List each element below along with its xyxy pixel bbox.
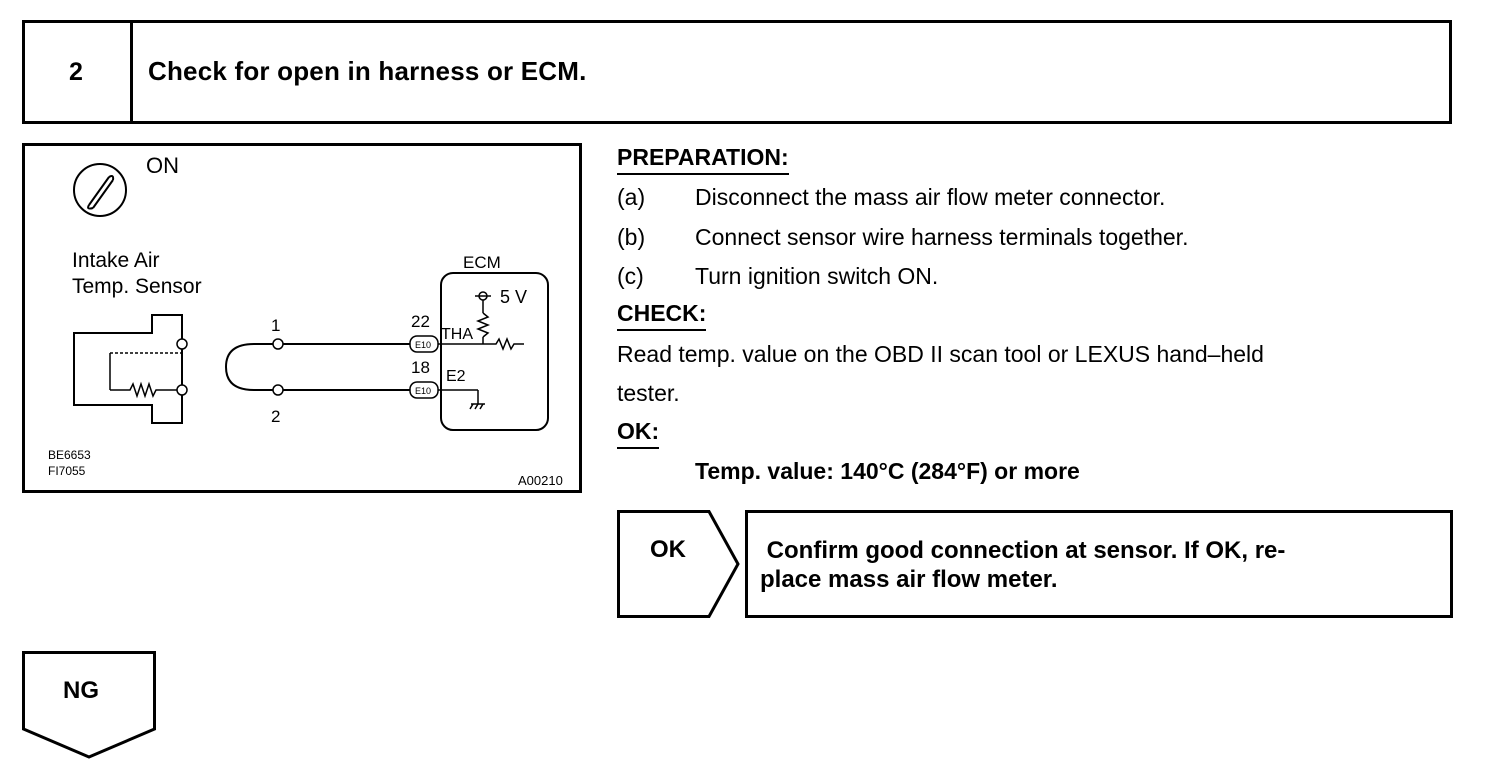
intake-air-temp-sensor-symbol: [73, 314, 188, 424]
ok-spec-value: Temp. value: 140°C (284°F) or more: [695, 458, 1080, 484]
ok-arrow-label: OK: [650, 536, 686, 563]
terminal-18-label: 18: [411, 358, 430, 377]
e2-label: E2: [446, 368, 466, 385]
ok-result-line2: place mass air flow meter.: [760, 566, 1058, 593]
ng-arrow-label: NG: [63, 677, 99, 704]
wiring-diagram-svg: ON Intake Air Temp. Sensor 1 2 ECM E10 E…: [22, 143, 582, 493]
prep-item-a-text: Disconnect the mass air flow meter conne…: [695, 184, 1166, 210]
ok-heading: OK:: [617, 418, 660, 449]
ok-result-line1: Confirm good connection at sensor. If OK…: [760, 537, 1286, 564]
tha-label: THA: [441, 326, 473, 343]
prep-item-b-letter: (b): [617, 224, 646, 250]
prep-item-b-text: Connect sensor wire harness terminals to…: [695, 224, 1189, 250]
sensor-label-line1: Intake Air: [72, 249, 160, 272]
diagram-border: [22, 143, 582, 493]
check-text-line2: tester.: [617, 380, 680, 406]
preparation-heading: PREPARATION:: [617, 144, 789, 175]
prep-item-c-text: Turn ignition switch ON.: [695, 263, 939, 289]
wiring-diagram: ON Intake Air Temp. Sensor 1 2 ECM E10 E…: [22, 143, 582, 493]
terminal-22-label: 22: [411, 312, 430, 331]
step-header-box: [22, 20, 1452, 124]
sensor-label-line2: Temp. Sensor: [72, 275, 202, 298]
ecm-internal-circuit: [438, 291, 524, 410]
code-fi7055: FI7055: [48, 464, 86, 478]
ignition-on-label: ON: [146, 153, 179, 178]
ignition-switch-icon: [73, 163, 127, 217]
ecm-box: [440, 272, 549, 431]
ok-result-box: [745, 510, 1453, 618]
ok-result-text: Confirm good connection at sensor. If OK…: [760, 536, 1445, 594]
prep-item-c-letter: (c): [617, 263, 644, 289]
connector-code-a: E10: [415, 340, 431, 350]
harness-terminal-2: [272, 384, 284, 396]
ecm-label: ECM: [463, 253, 501, 272]
prep-item-a-letter: (a): [617, 184, 646, 210]
voltage-label: 5 V: [500, 287, 527, 307]
step-number: 2: [22, 20, 133, 124]
check-heading: CHECK:: [617, 300, 707, 331]
pin-2-label: 2: [271, 407, 280, 426]
ng-arrow-shape: [22, 651, 156, 759]
harness-terminal-1: [272, 338, 284, 350]
check-text-line1: Read temp. value on the OBD II scan tool…: [617, 341, 1264, 367]
connector-code-b: E10: [415, 386, 431, 396]
step-title: Check for open in harness or ECM.: [148, 56, 587, 86]
pin-1-label: 1: [271, 316, 280, 335]
ok-arrow-shape: [617, 510, 740, 618]
code-be6653: BE6653: [48, 448, 91, 462]
figure-id: A00210: [518, 473, 563, 488]
jumper-wire-loop: [224, 343, 274, 391]
